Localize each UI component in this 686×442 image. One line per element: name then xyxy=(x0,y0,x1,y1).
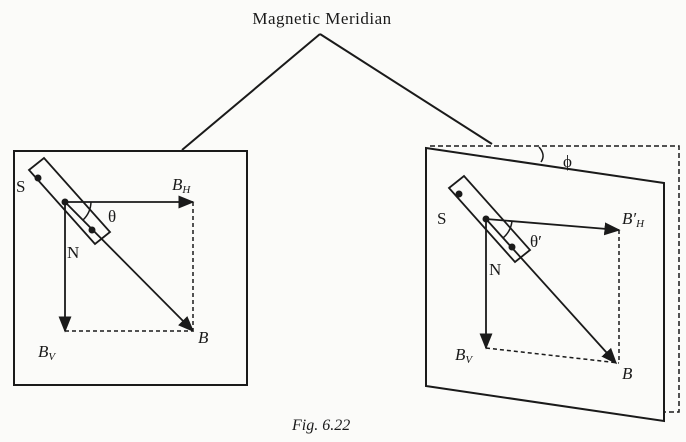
figure-caption: Fig. 6.22 xyxy=(291,417,350,434)
left-label-s: S xyxy=(16,177,25,196)
left-label-n: N xyxy=(67,243,79,262)
right-magnet xyxy=(447,174,532,264)
right-label-theta: θ′ xyxy=(530,232,542,251)
right-label-resultant: B xyxy=(622,364,633,383)
left-label-resultant: B xyxy=(198,328,209,347)
meridian-line-left xyxy=(181,33,321,151)
meridian-line-right xyxy=(319,33,493,145)
right-label-n: N xyxy=(489,260,501,279)
left-magnet xyxy=(27,156,112,246)
left-magnet-dot-s xyxy=(34,174,42,182)
left-label-bh: BH xyxy=(172,175,191,196)
right-magnet-dot-s xyxy=(455,190,463,198)
right-angle-arc xyxy=(502,220,513,239)
diagram-title: Magnetic Meridian xyxy=(252,9,391,28)
left-angle-arc xyxy=(82,201,92,221)
right-label-phi: ϕ xyxy=(563,152,572,171)
right-label-bv: BV xyxy=(455,345,473,366)
right-arrow-resultant xyxy=(485,218,618,365)
right-arrow-bh xyxy=(485,218,621,236)
left-arrow-resultant xyxy=(64,201,195,333)
left-label-bv: BV xyxy=(38,342,56,363)
right-dashed-bottom xyxy=(485,347,620,364)
left-panel-frame xyxy=(13,150,248,386)
right-phi-arc xyxy=(538,146,544,163)
right-label-bh: B′H xyxy=(622,209,645,230)
right-panel: ϕ S N θ′ B′H BV B xyxy=(425,145,680,423)
right-dashed-frame xyxy=(430,145,680,413)
right-label-s: S xyxy=(437,209,446,228)
left-panel: S N θ BH BV B xyxy=(13,150,248,386)
left-label-theta: θ xyxy=(108,207,116,226)
right-panel-frame xyxy=(425,146,665,423)
